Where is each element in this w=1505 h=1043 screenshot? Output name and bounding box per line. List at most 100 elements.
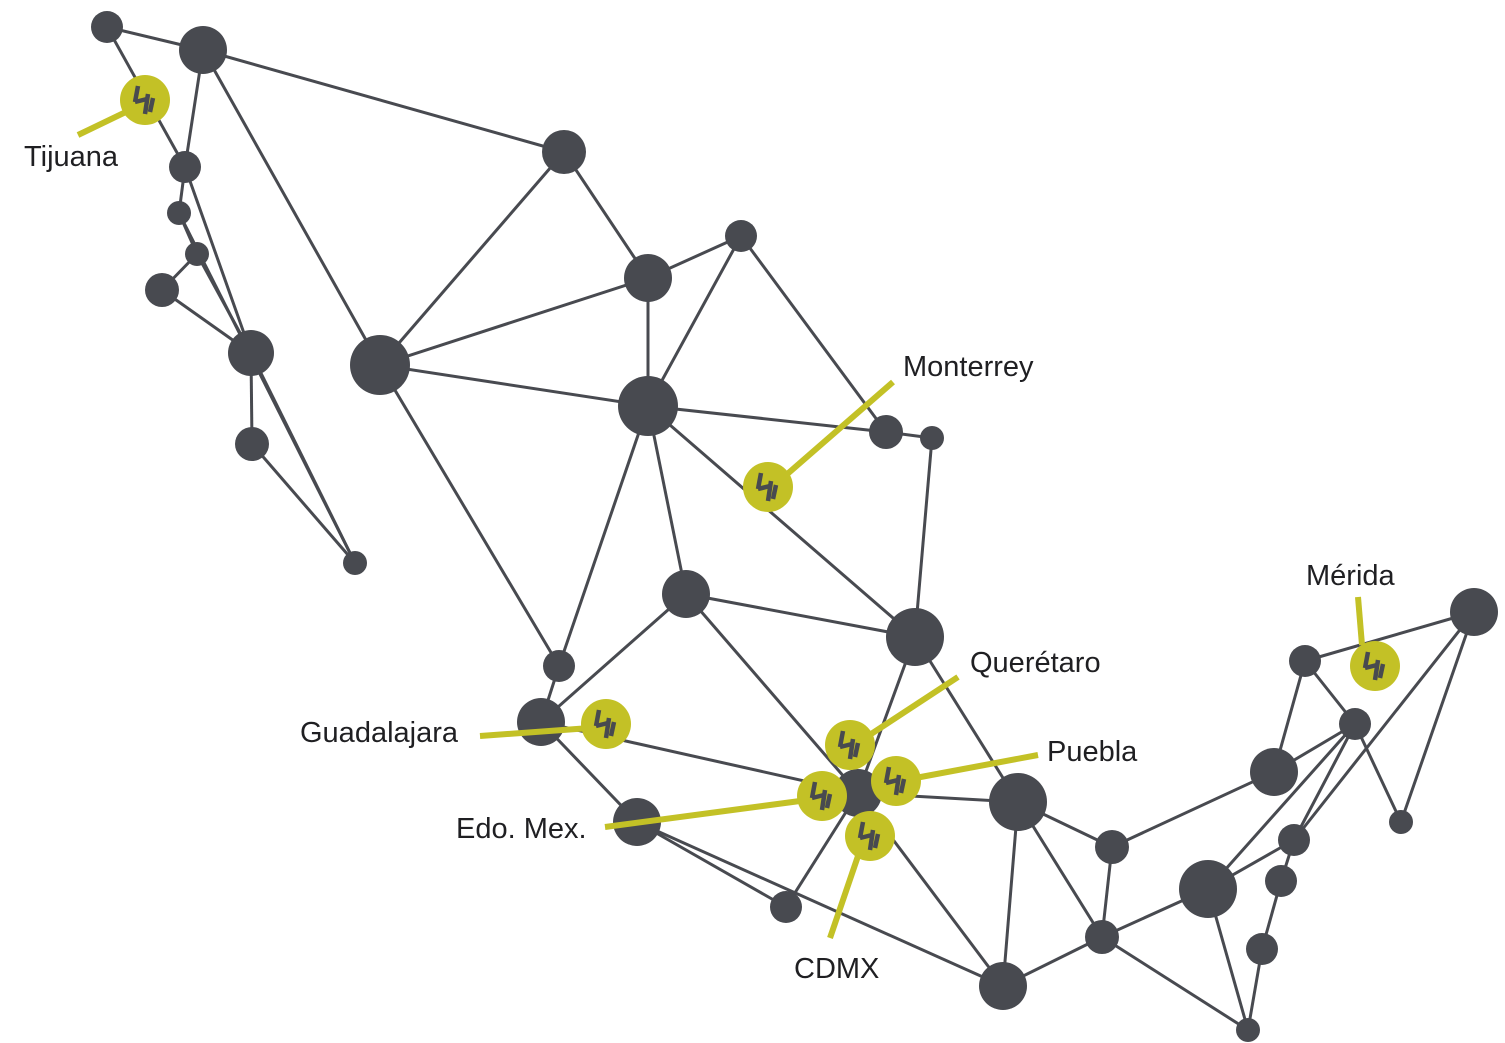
marker-glyph-stroke	[608, 721, 617, 737]
marker-glyph-stroke	[867, 829, 876, 851]
leader-line-merida	[1355, 596, 1365, 646]
leader-line-monterrey	[783, 379, 895, 479]
marker-glyph-stroke	[593, 709, 602, 727]
network-edge	[646, 235, 743, 407]
logo-mark-icon	[845, 811, 895, 861]
network-node	[235, 427, 269, 461]
network-edge	[913, 437, 934, 638]
leader-line-edo-mex	[604, 798, 801, 830]
marker-glyph-stroke	[898, 778, 907, 794]
logo-mark-icon	[825, 720, 875, 770]
network-edge	[685, 592, 916, 639]
marker-glyph-stroke	[893, 774, 902, 796]
network-edge	[1292, 723, 1357, 841]
marker-glyph-stroke	[883, 766, 892, 784]
network-edge	[562, 151, 650, 279]
logo-mark-icon	[1350, 641, 1400, 691]
network-edge	[249, 352, 357, 564]
network-node	[618, 376, 678, 436]
leader-line-guadalajara	[479, 725, 591, 739]
network-node	[1179, 860, 1237, 918]
network-node	[350, 335, 410, 395]
marker-glyph-stroke	[147, 97, 156, 113]
network-nodes	[91, 11, 1498, 1042]
network-node	[145, 273, 179, 307]
network-node	[169, 151, 201, 183]
network-node	[1289, 645, 1321, 677]
network-edge	[684, 593, 860, 794]
marker-glyph-stroke	[852, 742, 861, 758]
label-cdmx: CDMX	[794, 953, 879, 985]
label-puebla: Puebla	[1047, 736, 1138, 768]
city-markers	[120, 75, 1400, 861]
network-edge	[647, 404, 887, 434]
logo-mark-icon	[120, 75, 170, 125]
network-edge	[378, 364, 561, 667]
marker-glyph-stroke	[1377, 663, 1386, 679]
label-tijuana: Tijuana	[24, 141, 119, 173]
marker-glyph-stroke	[132, 85, 141, 103]
network-edge	[250, 443, 357, 564]
network-edge	[739, 235, 888, 433]
label-monterrey: Monterrey	[903, 351, 1034, 383]
network-edge	[1001, 801, 1020, 987]
logo-mark-icon	[743, 462, 793, 512]
marker-glyph-stroke	[755, 472, 764, 490]
logo-mark-icon	[797, 771, 847, 821]
marker-glyph-stroke	[824, 793, 833, 809]
network-node	[886, 608, 944, 666]
network-node	[1250, 748, 1298, 796]
network-edge	[636, 820, 1004, 988]
label-guadalajara: Guadalajara	[300, 717, 459, 749]
network-edge	[379, 276, 649, 367]
leader-line-cdmx	[827, 855, 861, 939]
leader-line-puebla	[909, 752, 1039, 782]
network-node	[228, 330, 274, 376]
network-node	[920, 426, 944, 450]
network-edge	[183, 166, 253, 354]
marker-glyph-stroke	[819, 789, 828, 811]
network-node	[869, 415, 903, 449]
leader-line-queretaro	[863, 674, 960, 741]
network-node	[770, 891, 802, 923]
network-edge	[1292, 611, 1476, 841]
city-labels: Tijuana Monterrey Mérida Querétaro Guada…	[24, 141, 1396, 985]
network-edge	[1111, 770, 1275, 849]
network-node	[343, 551, 367, 575]
network-node	[1450, 588, 1498, 636]
network-edge	[646, 405, 688, 595]
network-edge	[557, 405, 650, 667]
network-node	[542, 130, 586, 174]
network-node	[1085, 920, 1119, 954]
network-edge	[540, 592, 687, 724]
network-edge	[202, 48, 565, 154]
network-node	[834, 769, 882, 817]
marker-glyph-stroke	[765, 480, 774, 502]
network-node	[91, 11, 123, 43]
marker-glyph-stroke	[837, 730, 846, 748]
network-node	[185, 242, 209, 266]
network-edge	[647, 404, 916, 639]
network-edge	[1206, 723, 1357, 890]
label-edo-mex: Edo. Mex.	[456, 813, 587, 845]
label-queretaro: Querétaro	[970, 647, 1101, 679]
logo-mark-icon	[581, 699, 631, 749]
network-node	[979, 962, 1027, 1010]
label-leader-lines	[76, 107, 1365, 939]
marker-glyph-stroke	[872, 833, 881, 849]
logo-mark-icon	[871, 756, 921, 806]
network-edge	[201, 49, 382, 366]
marker-glyph-stroke	[603, 717, 612, 739]
network-node	[725, 220, 757, 252]
network-edge	[1101, 935, 1249, 1032]
network-node	[1246, 933, 1278, 965]
network-edge	[1304, 610, 1475, 663]
network-node	[624, 254, 672, 302]
network-edge	[379, 363, 649, 408]
leader-line-tijuana	[76, 107, 132, 138]
network-node	[1095, 830, 1129, 864]
network-node	[1265, 865, 1297, 897]
marker-glyph-stroke	[142, 93, 151, 115]
network-edge	[913, 636, 1020, 803]
